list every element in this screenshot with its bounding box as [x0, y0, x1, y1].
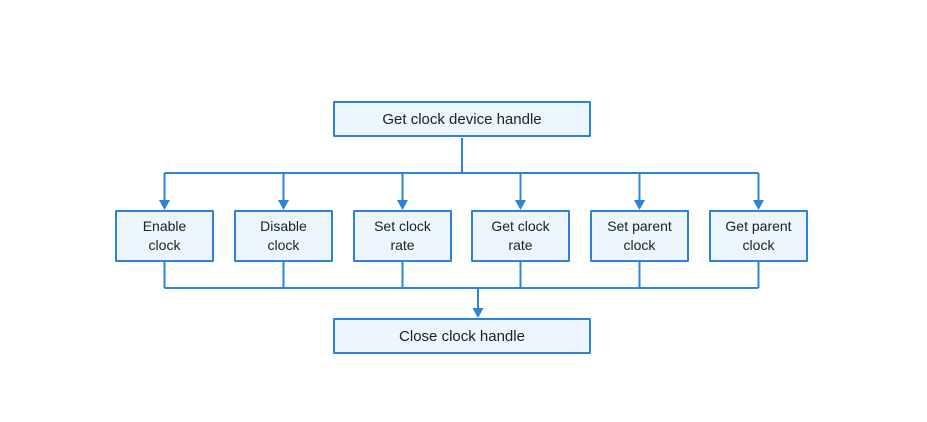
arrowhead-get-clock-rate — [515, 200, 526, 210]
node-get-clock-rate: Get clock rate — [471, 210, 570, 262]
node-label: Get clock rate — [491, 218, 550, 253]
node-get-parent-clock: Get parent clock — [709, 210, 808, 262]
node-set-clock-rate: Set clock rate — [353, 210, 452, 262]
node-label: Disable clock — [260, 218, 307, 253]
node-enable-clock: Enable clock — [115, 210, 214, 262]
arrowhead-get-parent-clock — [753, 200, 764, 210]
arrowhead-set-clock-rate — [397, 200, 408, 210]
arrowhead-enable-clock — [159, 200, 170, 210]
node-label: Get clock device handle — [382, 110, 542, 128]
node-label: Close clock handle — [399, 327, 525, 345]
arrowhead-disable-clock — [278, 200, 289, 210]
node-label: Set parent clock — [607, 218, 672, 253]
node-close-clock-handle: Close clock handle — [333, 318, 591, 354]
node-disable-clock: Disable clock — [234, 210, 333, 262]
arrowhead-set-parent-clock — [634, 200, 645, 210]
node-get-clock-device-handle: Get clock device handle — [333, 101, 591, 137]
node-label: Enable clock — [142, 218, 187, 253]
arrowhead-close-clock-handle — [472, 308, 484, 318]
node-label: Set clock rate — [374, 218, 431, 253]
node-label: Get parent clock — [725, 218, 792, 253]
node-set-parent-clock: Set parent clock — [590, 210, 689, 262]
